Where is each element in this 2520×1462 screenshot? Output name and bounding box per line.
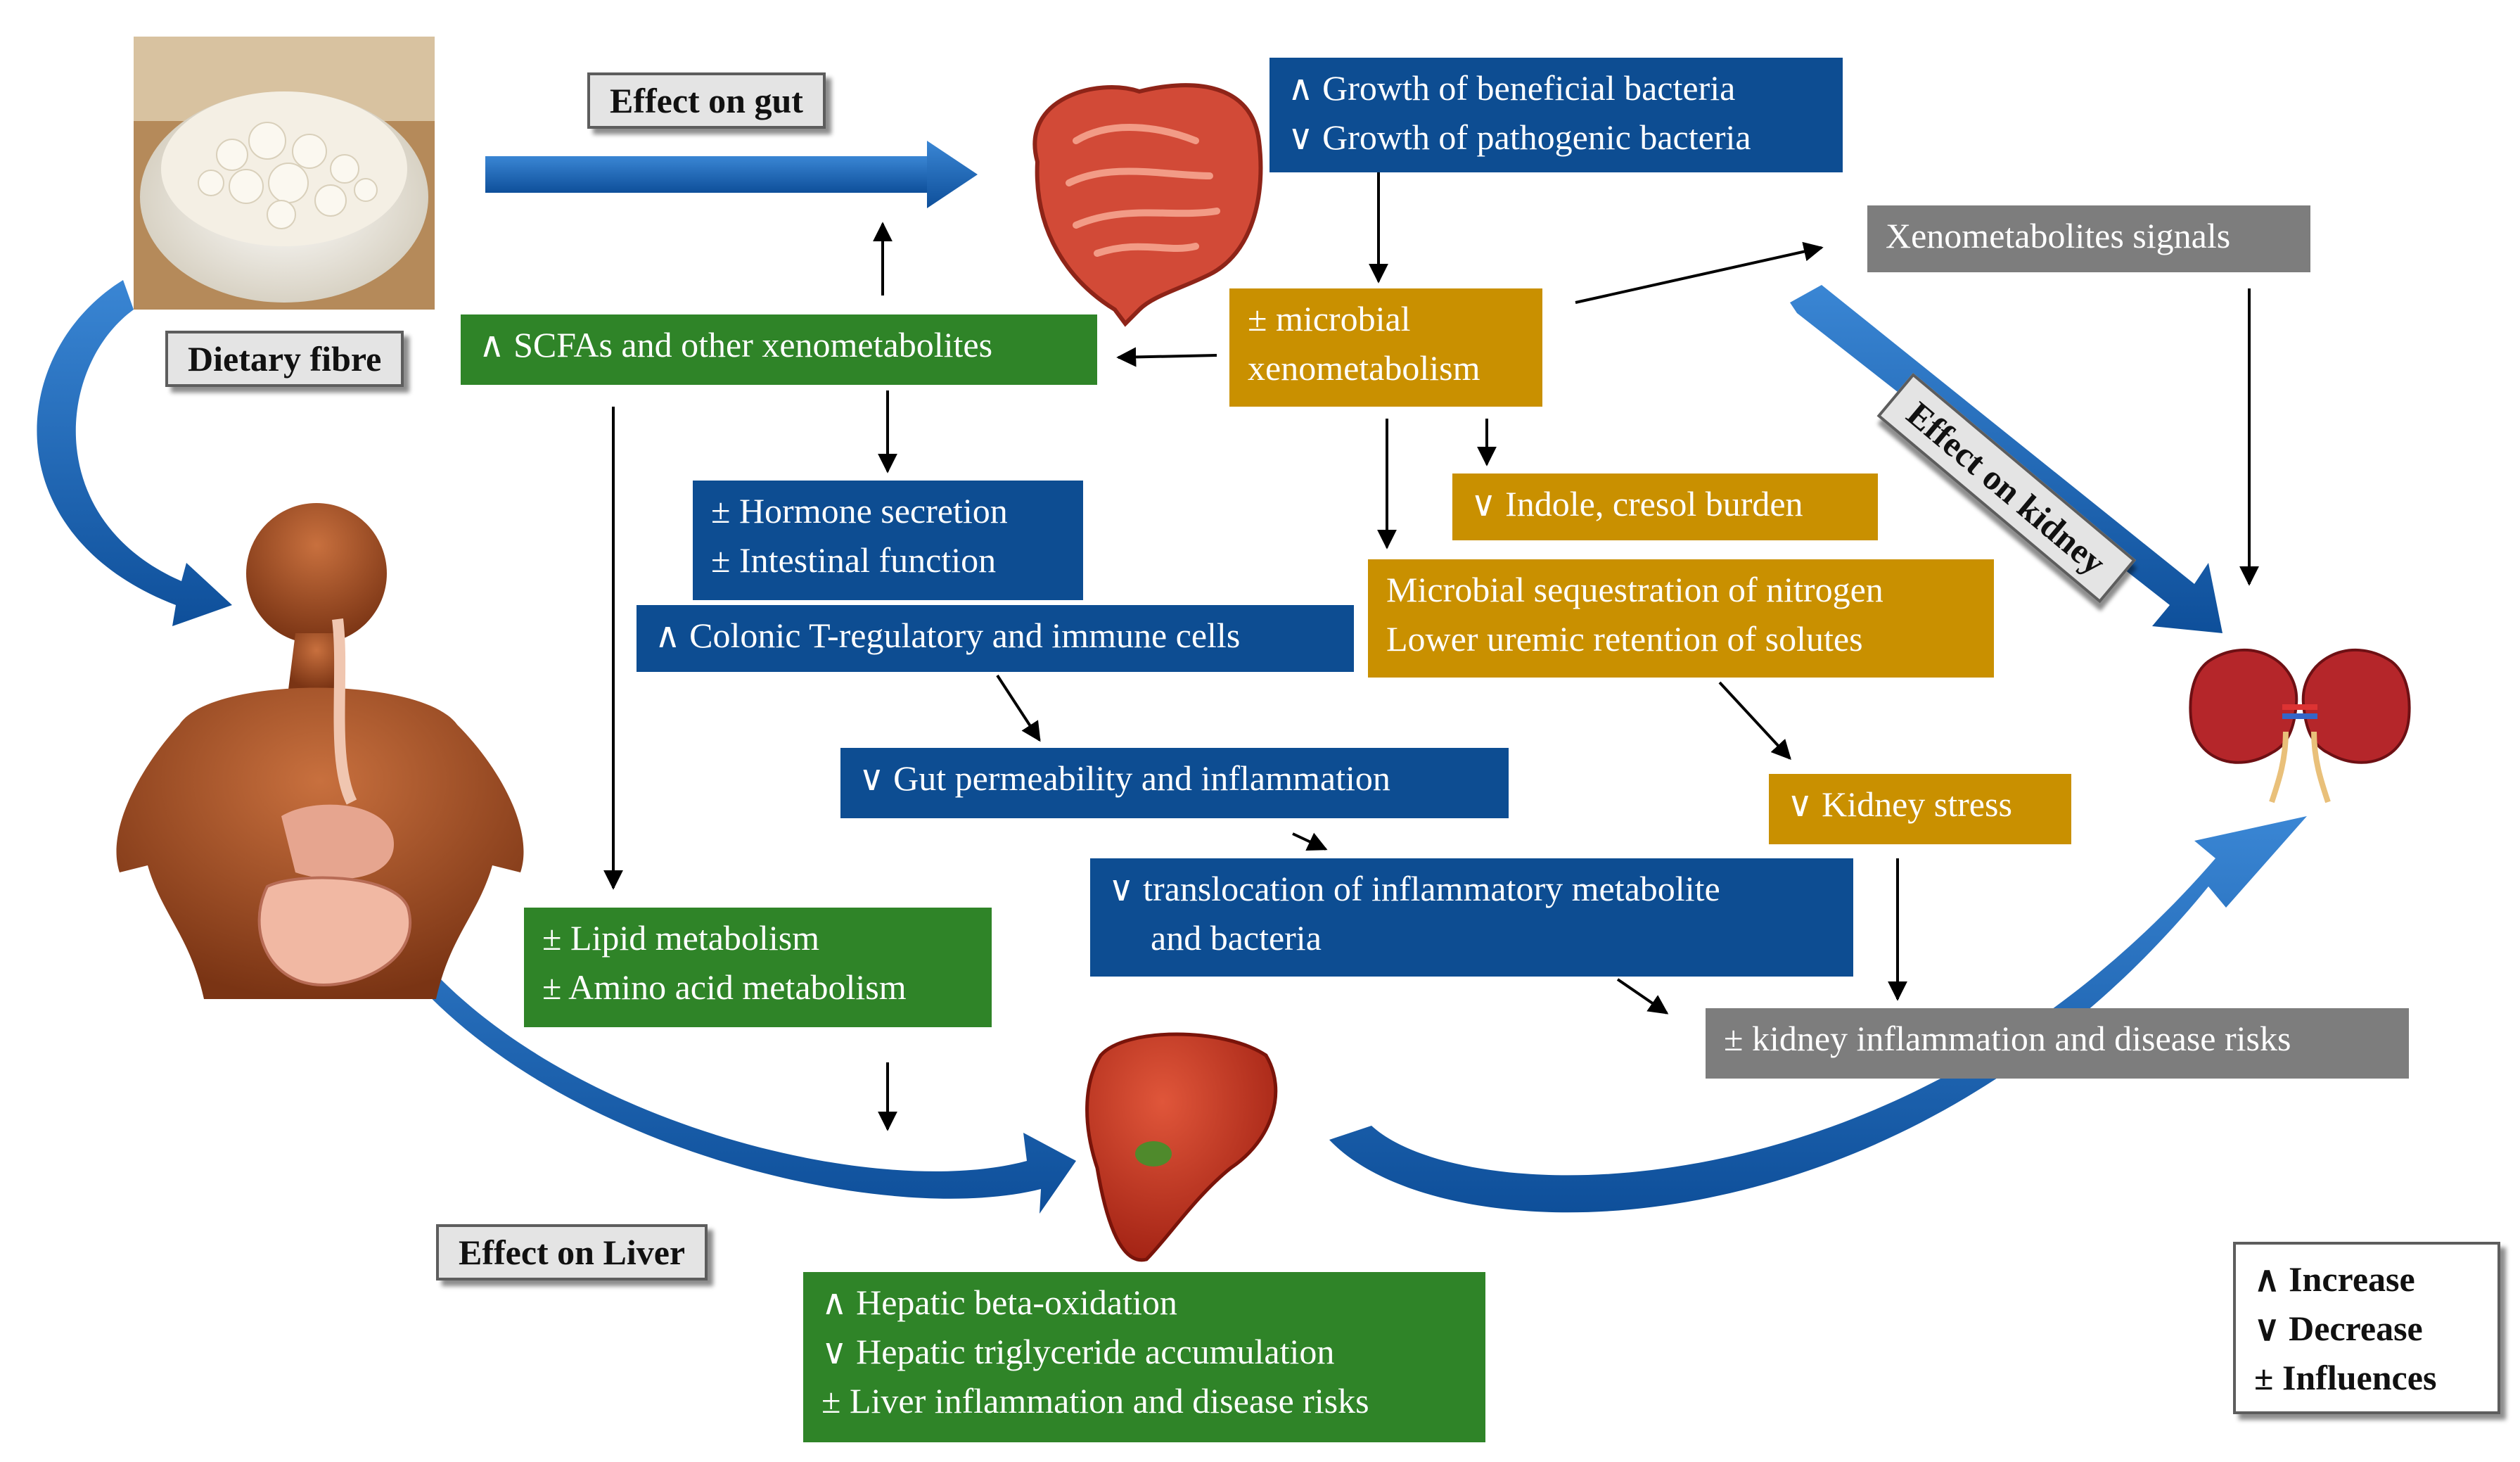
bacteria-beneficial-text: ∧ Growth of beneficial bacteria [1288, 68, 1736, 108]
gut-permeability-text: ∨ Gut permeability and inflammation [859, 758, 1390, 798]
gut-permeability-box: ∨ Gut permeability and inflammation [840, 748, 1509, 818]
xenometabolism-text: xenometabolism [1248, 348, 1480, 388]
hepatic-triglyceride-text: ∨ Hepatic triglyceride accumulation [821, 1332, 1335, 1371]
xenometabolites-signals-box: Xenometabolites signals [1867, 205, 2310, 272]
human-torso-image [116, 503, 524, 999]
bacteria-pathogenic-text: ∨ Growth of pathogenic bacteria [1288, 117, 1751, 157]
hepatic-beta-oxidation-text: ∧ Hepatic beta-oxidation [821, 1283, 1177, 1322]
kidney-stress-text: ∨ Kidney stress [1787, 784, 2012, 824]
nitrogen-sequestration-box: Microbial sequestration of nitrogen Lowe… [1368, 559, 1994, 678]
uremic-retention-text: Lower uremic retention of solutes [1386, 619, 1863, 659]
hormone-secretion-box: ± Hormone secretion ± Intestinal functio… [693, 481, 1083, 600]
dietary-fibre-label: Dietary fibre [165, 331, 404, 387]
colonic-treg-box: ∧ Colonic T-regulatory and immune cells [637, 605, 1354, 672]
microbial-text: ± microbial [1248, 299, 1411, 338]
blue-arrow-liver-to-kidney [1329, 816, 2307, 1213]
lipid-metabolism-text: ± Lipid metabolism [542, 918, 820, 958]
indole-cresol-box: ∨ Indole, cresol burden [1452, 473, 1878, 540]
legend-influences: ± Influences [2254, 1358, 2437, 1397]
blue-arrow-fibre-to-body [37, 280, 233, 626]
amino-acid-metabolism-text: ± Amino acid metabolism [542, 967, 907, 1007]
intestinal-function-text: ± Intestinal function [711, 540, 997, 580]
kidney-stress-box: ∨ Kidney stress [1769, 774, 2071, 844]
hepatic-effects-box: ∧ Hepatic beta-oxidation ∨ Hepatic trigl… [803, 1272, 1485, 1442]
lipid-metabolism-box: ± Lipid metabolism ± Amino acid metaboli… [524, 908, 992, 1027]
blue-arrow-body-to-liver [331, 806, 1076, 1214]
blue-arrow-gut [485, 141, 978, 208]
liver-image [1085, 1032, 1278, 1262]
translocation-text-line1: ∨ translocation of inflammatory metaboli… [1108, 869, 1720, 908]
effect-on-gut-label: Effect on gut [587, 72, 826, 129]
hormone-secretion-text: ± Hormone secretion [711, 491, 1008, 530]
dietary-fibre-bowl-image [134, 37, 435, 310]
microbial-xenometabolism-box: ± microbial xenometabolism [1229, 288, 1542, 407]
intestine-image [1032, 83, 1263, 327]
colonic-treg-text: ∧ Colonic T-regulatory and immune cells [655, 616, 1241, 655]
xenometabolites-signals-text: Xenometabolites signals [1886, 216, 2231, 255]
legend-box: ∧ Increase ∨ Decrease ± Influences [2233, 1242, 2500, 1414]
legend-decrease: ∨ Decrease [2254, 1309, 2423, 1348]
kidneys-image [2180, 639, 2416, 808]
scfas-text: ∧ SCFAs and other xenometabolites [479, 325, 993, 364]
kidney-inflammation-box: ± kidney inflammation and disease risks [1706, 1008, 2409, 1079]
liver-inflammation-text: ± Liver inflammation and disease risks [821, 1381, 1369, 1420]
scfas-box: ∧ SCFAs and other xenometabolites [461, 314, 1097, 385]
translocation-box: ∨ translocation of inflammatory metaboli… [1090, 858, 1853, 977]
legend-increase: ∧ Increase [2254, 1259, 2415, 1299]
translocation-text-line2: and bacteria [1151, 918, 1322, 958]
indole-cresol-text: ∨ Indole, cresol burden [1471, 484, 1803, 523]
connector-arrows [603, 172, 2259, 1131]
effect-on-liver-label: Effect on Liver [436, 1224, 708, 1280]
bacteria-growth-box: ∧ Growth of beneficial bacteria ∨ Growth… [1269, 58, 1843, 172]
nitrogen-sequestration-text: Microbial sequestration of nitrogen [1386, 570, 1883, 609]
kidney-inflammation-text: ± kidney inflammation and disease risks [1724, 1019, 2291, 1058]
